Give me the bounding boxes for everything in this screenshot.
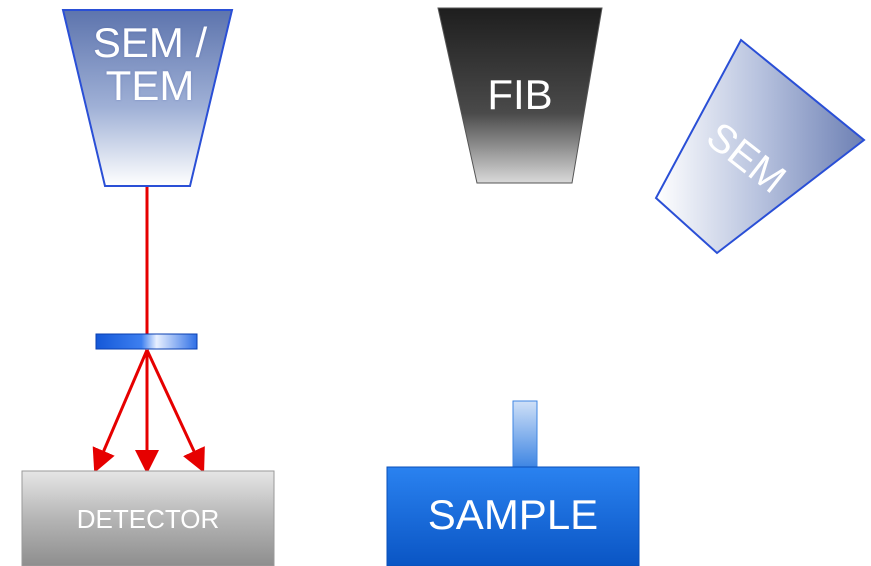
detector-box	[21, 470, 275, 566]
diffracted-beam-right	[145, 349, 205, 473]
fib-column	[437, 7, 603, 184]
sem-column	[654, 38, 866, 255]
sem-tem-label: SEM / TEM	[92, 19, 208, 109]
diffracted-beam-left	[92, 349, 149, 474]
detector-label: DETECTOR	[76, 504, 220, 534]
sample-rod	[512, 400, 538, 468]
sample-label: SAMPLE	[427, 491, 599, 538]
specimen-bar	[95, 333, 198, 350]
sem-tem-column	[61, 9, 234, 187]
sample-block	[386, 466, 640, 566]
fib-label: FIB	[487, 71, 553, 118]
